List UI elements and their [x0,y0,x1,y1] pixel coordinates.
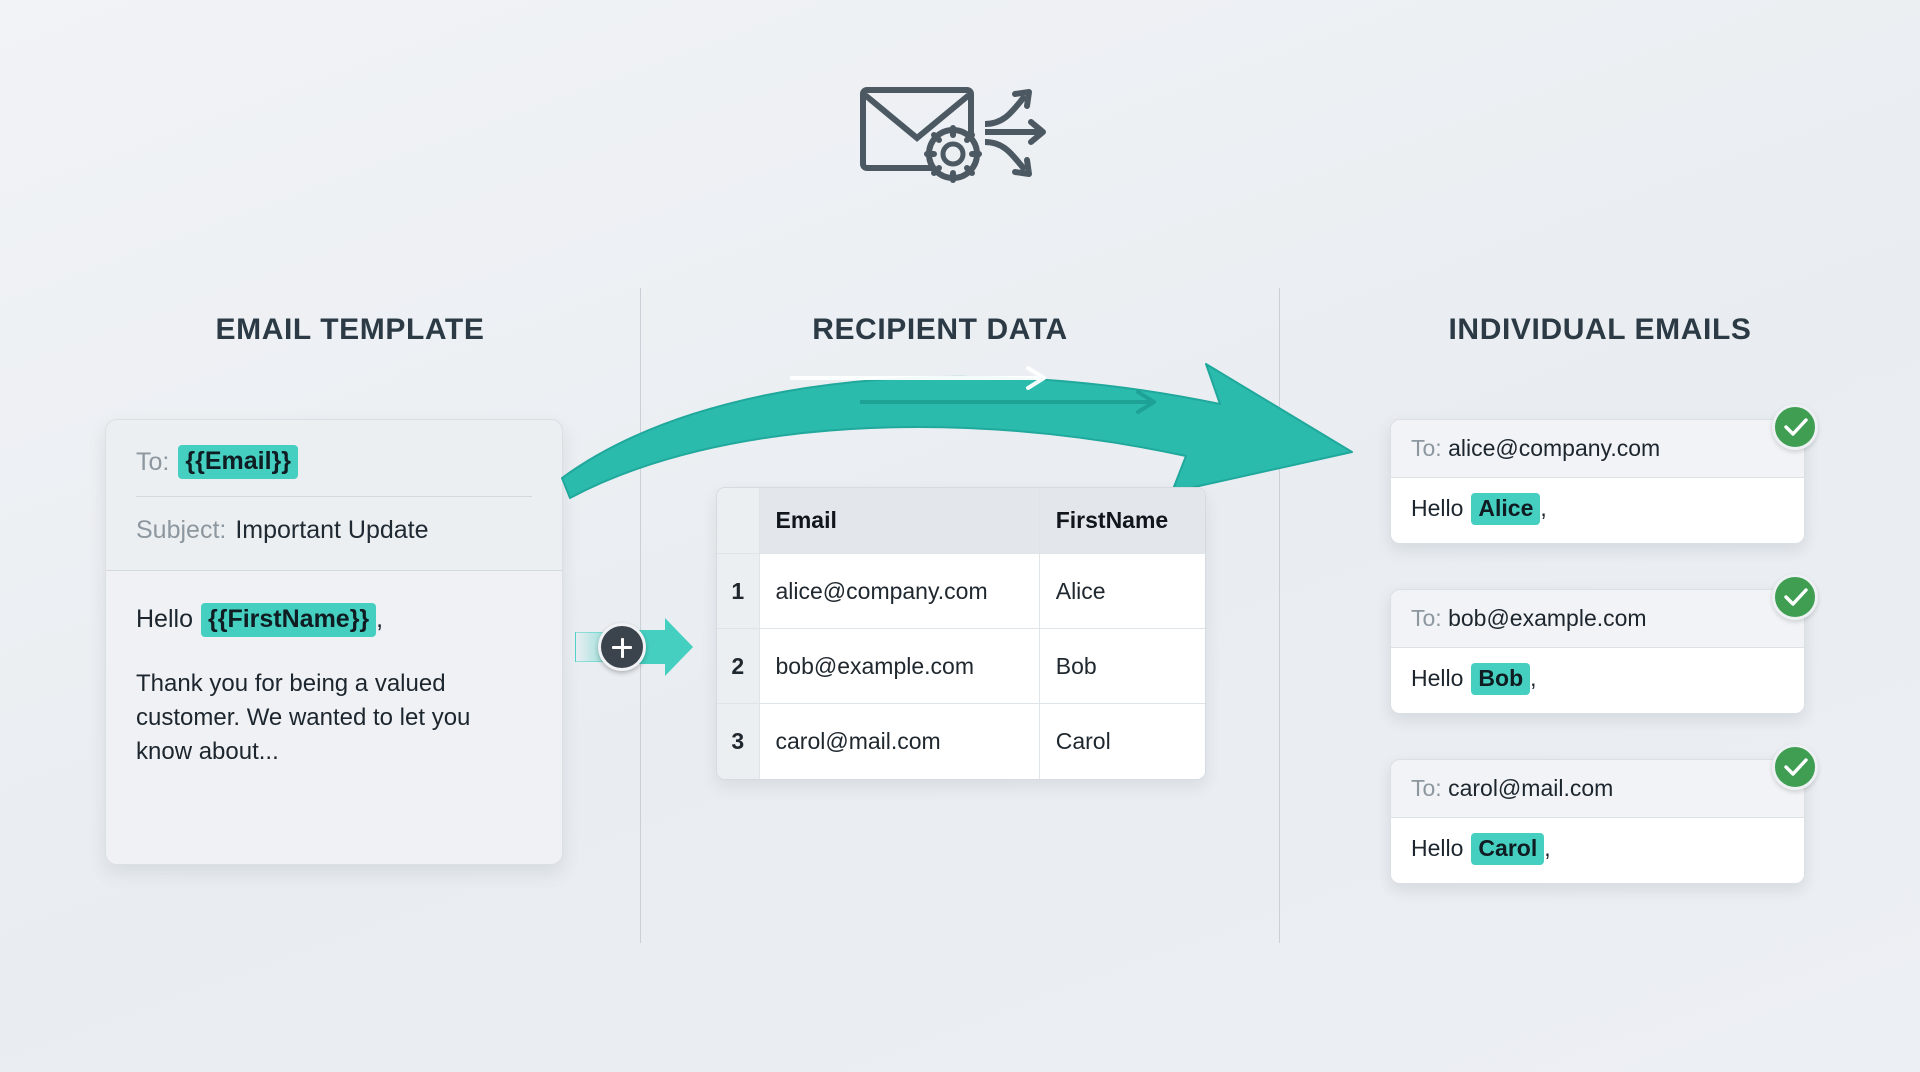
email-template-card[interactable]: To: {{Email}} Subject: Important Update … [105,419,563,865]
merge-flow-arrow [560,360,1420,500]
row-number: 2 [717,628,760,704]
column-divider-2 [1279,288,1280,943]
template-subject-label: Subject: [136,515,227,544]
check-circle-icon [1772,404,1818,450]
output-greeting-prefix: Hello [1411,495,1464,521]
output-to-label: To: [1411,605,1442,631]
output-name-value: Alice [1471,493,1541,525]
output-to-row: To: alice@company.com [1391,420,1804,478]
template-greeting-prefix: Hello [136,605,193,633]
output-greeting-row: Hello Alice , [1391,478,1804,543]
template-firstname-token: {{FirstName}} [200,603,377,637]
plus-merge-icon[interactable] [598,623,646,671]
template-to-label: To: [136,447,170,476]
output-name-value: Carol [1471,833,1545,865]
arrow-right-icon [637,616,695,678]
template-greeting-row: Hello {{FirstName}} , [136,603,532,637]
table-header-row: Email FirstName [717,488,1205,554]
output-greeting-row: Hello Carol , [1391,818,1804,883]
output-greeting-row: Hello Bob , [1391,648,1804,713]
output-to-value: bob@example.com [1448,605,1647,631]
cell-firstname[interactable]: Carol [1039,703,1205,779]
output-to-value: carol@mail.com [1448,775,1614,801]
output-email-card-1[interactable]: To: alice@company.com Hello Alice , [1390,419,1805,544]
table-row[interactable]: 2 bob@example.com Bob [717,628,1205,704]
output-greeting-suffix: , [1544,835,1551,861]
output-to-label: To: [1411,435,1442,461]
output-email-card-2[interactable]: To: bob@example.com Hello Bob , [1390,589,1805,714]
row-number: 3 [717,703,760,779]
template-divider [136,496,532,497]
cell-firstname[interactable]: Alice [1039,553,1205,629]
page-title-email-template: EMAIL TEMPLATE [215,313,485,346]
template-body-text: Thank you for being a valued customer. W… [136,670,471,766]
column-header-rownum[interactable] [717,488,760,554]
template-email-token: {{Email}} [178,445,298,479]
cell-email[interactable]: alice@company.com [759,553,1040,629]
page-title-individual-emails: INDIVIDUAL EMAILS [1448,313,1752,346]
email-template-header: To: {{Email}} Subject: Important Update [106,420,562,570]
output-greeting-prefix: Hello [1411,665,1464,691]
output-greeting-suffix: , [1530,665,1537,691]
output-greeting-prefix: Hello [1411,835,1464,861]
column-header-firstname[interactable]: FirstName [1039,488,1205,554]
template-greeting-suffix: , [376,605,384,633]
column-header-email[interactable]: Email [759,488,1040,554]
cell-email[interactable]: bob@example.com [759,628,1040,704]
template-subject-row: Subject: Important Update [136,510,532,550]
table-row[interactable]: 1 alice@company.com Alice [717,553,1205,629]
check-circle-icon [1772,574,1818,620]
output-greeting-suffix: , [1540,495,1547,521]
cell-email[interactable]: carol@mail.com [759,703,1040,779]
cell-firstname[interactable]: Bob [1039,628,1205,704]
column-divider-1 [640,288,641,943]
row-number: 1 [717,553,760,629]
output-email-card-3[interactable]: To: carol@mail.com Hello Carol , [1390,759,1805,884]
output-to-row: To: carol@mail.com [1391,760,1804,818]
recipient-data-table[interactable]: Email FirstName 1 alice@company.com Alic… [716,487,1206,780]
table-row[interactable]: 3 carol@mail.com Carol [717,703,1205,779]
page-title-recipient-data: RECIPIENT DATA [812,313,1068,346]
output-name-value: Bob [1471,663,1531,695]
template-subject-value: Important Update [235,515,429,544]
envelope-gear-distribute-icon [855,72,1055,192]
email-template-body: Hello {{FirstName}} , Thank you for bein… [106,570,562,864]
template-to-row: To: {{Email}} [136,442,532,482]
merge-connector[interactable] [575,610,695,685]
output-to-value: alice@company.com [1448,435,1661,461]
output-to-label: To: [1411,775,1442,801]
output-to-row: To: bob@example.com [1391,590,1804,648]
check-circle-icon [1772,744,1818,790]
